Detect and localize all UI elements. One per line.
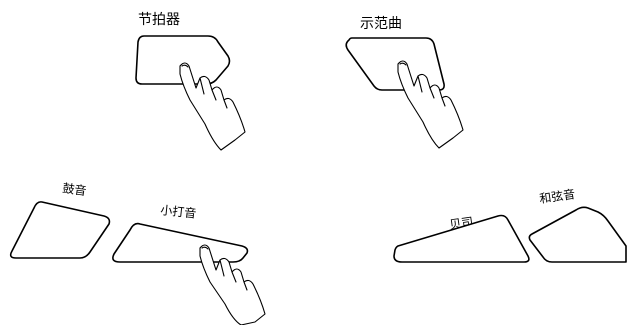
metronome-group: 节拍器 [135, 12, 246, 151]
chord-label: 和弦音 [538, 186, 576, 206]
bass-group: 贝司 [393, 214, 530, 263]
metronome-pad [135, 35, 231, 85]
percussion-pad [112, 222, 249, 263]
metronome-label: 节拍器 [138, 12, 180, 28]
demo-label: 示范曲 [360, 15, 402, 32]
demo-group: 示范曲 [345, 15, 464, 149]
chord-group: 和弦音 [528, 186, 627, 263]
drum-label: 鼓音 [62, 180, 88, 198]
drum-group: 鼓音 [9, 180, 111, 259]
percussion-hand-icon [199, 244, 266, 325]
metronome-hand-icon [179, 62, 246, 151]
percussion-group: 小打音 [112, 202, 266, 325]
demo-pad [345, 37, 445, 91]
drum-pad [9, 201, 111, 259]
demo-hand-icon [397, 60, 464, 149]
chord-pad [528, 206, 627, 263]
percussion-label: 小打音 [160, 202, 197, 221]
bass-pad [393, 214, 530, 263]
